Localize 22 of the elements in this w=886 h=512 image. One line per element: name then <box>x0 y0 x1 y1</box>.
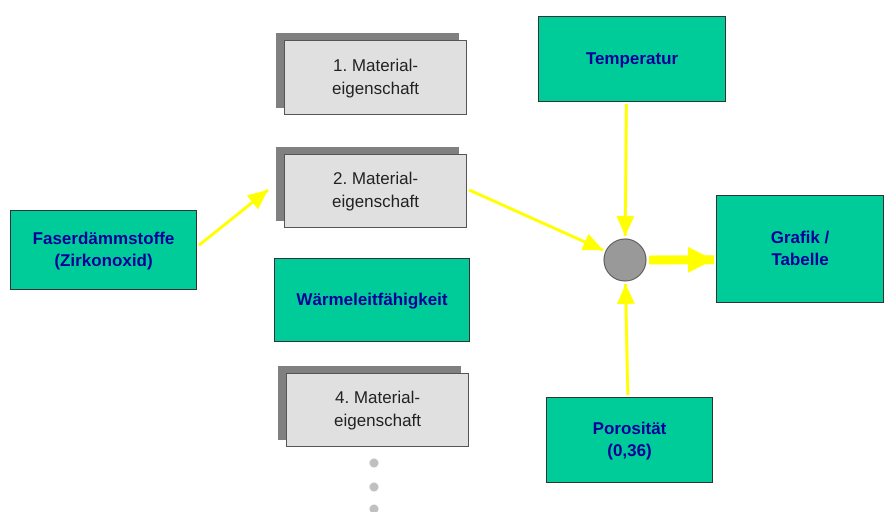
arrow <box>616 284 635 396</box>
box-label: Faserdämmstoffe (Zirkonoxid) <box>32 228 176 272</box>
arrow <box>198 188 269 246</box>
arrow <box>649 246 714 273</box>
arrow <box>468 188 604 252</box>
box-label: Grafik / Tabelle <box>770 226 830 271</box>
box-label: Porosität (0,36) <box>592 418 668 462</box>
process-box <box>538 16 726 102</box>
arrow <box>616 104 634 236</box>
stacked-card <box>276 147 467 228</box>
process-box <box>716 195 884 303</box>
box-label: 4. Material- eigenschaft <box>333 387 422 432</box>
box-label: Wärmeleitfähigkeit <box>296 288 448 311</box>
box-label: 2. Material- eigenschaft <box>331 168 420 213</box>
process-box <box>10 210 197 290</box>
box-label: 1. Material- eigenschaft <box>331 54 420 100</box>
stacked-card <box>276 33 467 115</box>
stacked-card <box>278 366 469 447</box>
process-box <box>546 397 713 483</box>
process-box <box>274 258 470 342</box>
box-label: Temperatur <box>586 48 678 70</box>
junction-circle <box>603 238 647 282</box>
